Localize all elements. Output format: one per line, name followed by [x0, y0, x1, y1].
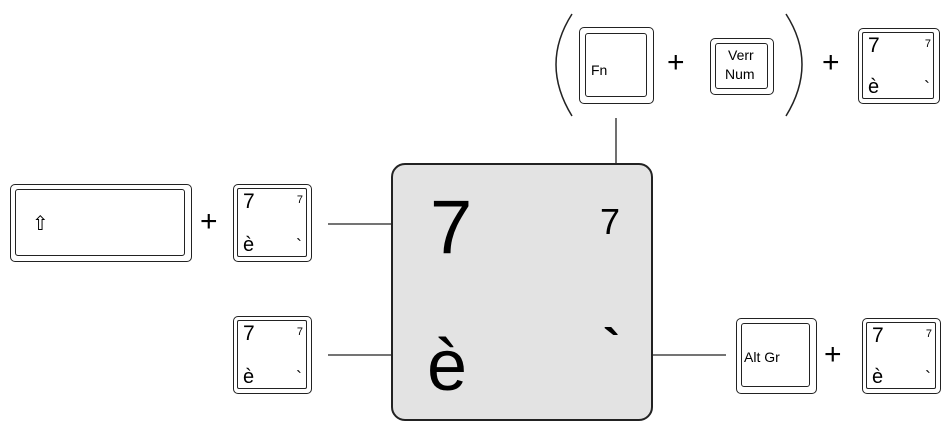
- plus-sign: +: [822, 46, 840, 79]
- verr-num-label-line2: Num: [725, 66, 755, 82]
- verr-num-label-line1: Verr: [728, 47, 754, 63]
- key-7-e-grave: 7 7 è `: [858, 28, 940, 104]
- key-bottom-left-char: è: [868, 76, 880, 98]
- enlarged-key: [391, 163, 653, 421]
- key-top-right-char: 7: [296, 326, 303, 338]
- paren-open: [555, 13, 573, 117]
- fn-key-face: [585, 33, 647, 97]
- key-7-e-grave: 7 7 è `: [862, 318, 941, 394]
- fn-key-label: Fn: [591, 62, 608, 78]
- paren-close: [785, 13, 803, 117]
- shift-arrow-icon: ⇧: [32, 211, 49, 235]
- key-top-left-char: 7: [868, 34, 880, 57]
- alt-gr-key: [736, 318, 817, 394]
- alt-gr-key-face: [741, 323, 810, 387]
- enlarged-key-bottom-left-char: è: [427, 326, 468, 406]
- key-7-e-grave: 7 7 è `: [233, 316, 312, 394]
- key-top-right-char: 7: [925, 328, 932, 340]
- key-bottom-right-char: `: [924, 78, 930, 98]
- verr-num-key-face: [715, 43, 768, 89]
- key-bottom-right-char: `: [296, 236, 302, 256]
- verr-num-key: [710, 38, 774, 95]
- key-top-right-char: 7: [296, 194, 303, 206]
- key-bottom-left-char: è: [243, 234, 255, 256]
- plus-sign: +: [667, 46, 685, 79]
- enlarged-key-top-left-char: 7: [430, 185, 473, 270]
- key-top-left-char: 7: [243, 190, 255, 213]
- key-bottom-left-char: è: [872, 366, 884, 388]
- plus-sign: +: [824, 338, 842, 371]
- key-bottom-right-char: `: [925, 368, 931, 388]
- key-face: [866, 322, 936, 389]
- key-face: [237, 320, 307, 389]
- enlarged-key-bottom-right-char: `: [603, 319, 621, 377]
- key-face: [862, 32, 934, 99]
- key-7-e-grave: 7 7 è `: [233, 184, 312, 262]
- key-top-left-char: 7: [872, 324, 884, 347]
- key-bottom-right-char: `: [296, 368, 302, 388]
- key-bottom-left-char: è: [243, 366, 255, 388]
- key-top-left-char: 7: [243, 322, 255, 345]
- fn-key: [579, 27, 654, 104]
- shift-key: [10, 184, 192, 262]
- plus-sign: +: [200, 205, 218, 238]
- enlarged-key-top-right-char: 7: [600, 201, 621, 242]
- alt-gr-key-label: Alt Gr: [744, 349, 780, 365]
- key-top-right-char: 7: [924, 38, 931, 50]
- key-face: [237, 188, 307, 257]
- shift-key-face: [15, 189, 185, 256]
